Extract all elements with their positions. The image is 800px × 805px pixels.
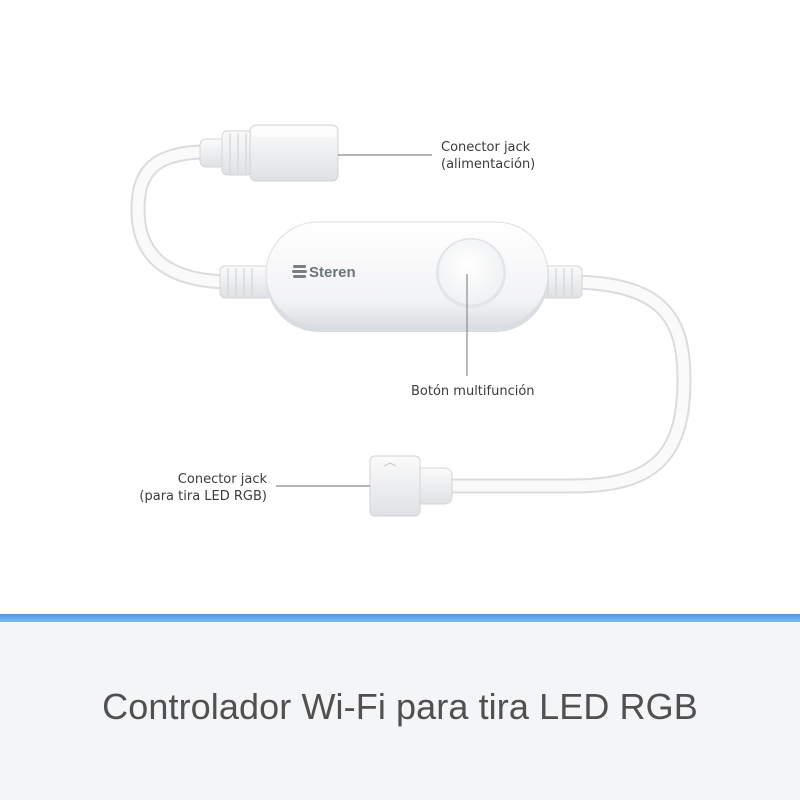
footer-band [0,614,800,800]
multifunction-button [436,238,506,308]
callout-rgb-line-1: Conector jack [177,472,267,487]
brand-name: Steren [309,264,356,281]
callout-rgb-connector: Conector jack (para tira LED RGB) [136,471,267,505]
rgb-connector-plug [369,455,453,517]
product-title: Controlador Wi-Fi para tira LED RGB [102,686,698,727]
callout-rgb-line-2: (para tira LED RGB) [139,489,267,504]
callout-power-connector: Conector jack (alimentación) [441,139,535,173]
steren-logo-icon [292,265,307,278]
accent-rule [0,614,800,622]
callout-multifunction-button: Botón multifunción [411,383,535,400]
callout-button-line-1: Botón multifunción [411,384,535,399]
power-jack-plug [199,124,339,182]
callout-power-line-1: Conector jack [441,140,531,155]
callout-power-line-2: (alimentación) [441,157,536,172]
brand-logo: Steren [292,264,356,281]
left-strain-relief [219,265,273,299]
